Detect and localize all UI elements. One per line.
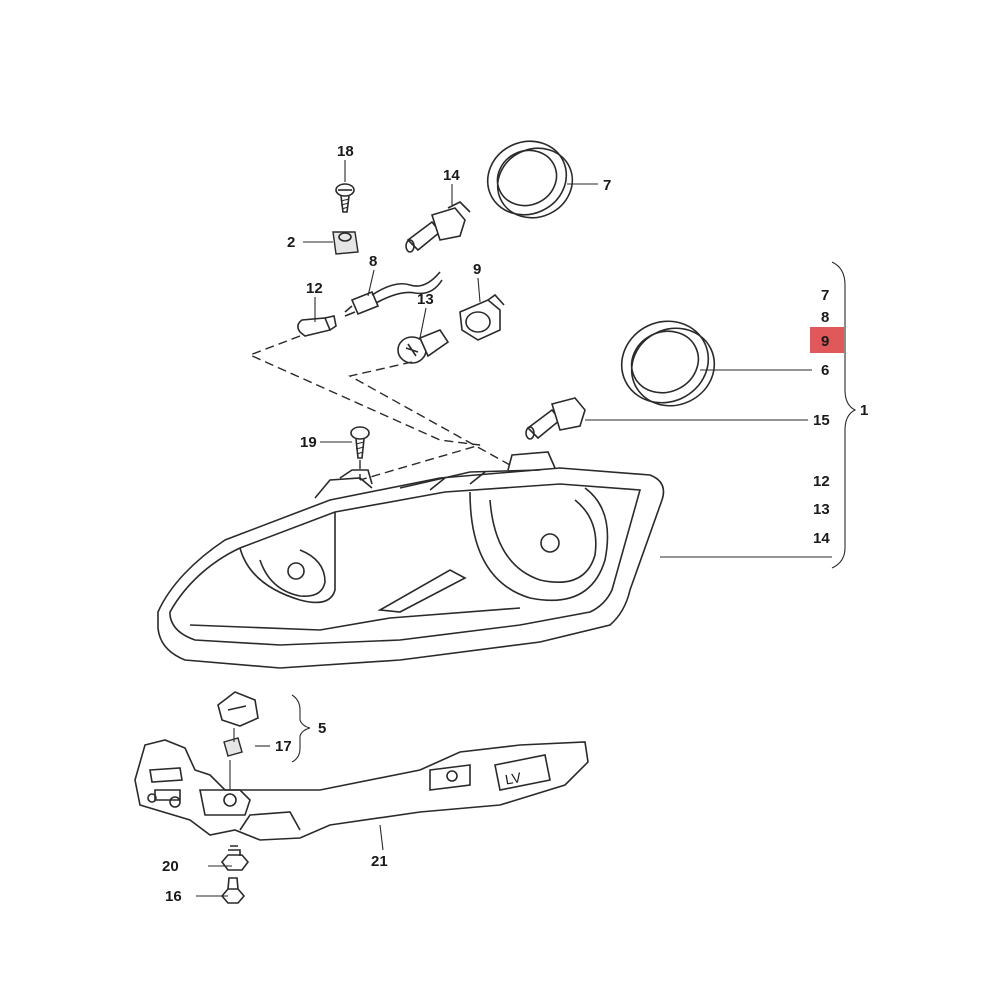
callout-5: 5 bbox=[318, 720, 326, 737]
callout-16: 16 bbox=[165, 888, 182, 905]
group-item-6: 6 bbox=[821, 362, 829, 379]
bulb-12 bbox=[297, 315, 337, 337]
callout-14: 14 bbox=[443, 167, 460, 184]
highlight-box bbox=[810, 327, 844, 353]
adjuster-5 bbox=[217, 691, 259, 727]
assembly-lines bbox=[248, 335, 511, 481]
headlight-housing bbox=[157, 451, 665, 669]
bulb-15 bbox=[525, 397, 586, 440]
group-item-9-highlighted: 9 bbox=[821, 333, 829, 350]
callout-18: 18 bbox=[337, 143, 354, 160]
callout-8: 8 bbox=[369, 253, 377, 270]
callout-7: 7 bbox=[603, 177, 611, 194]
callout-19: 19 bbox=[300, 434, 317, 451]
group-item-8: 8 bbox=[821, 309, 829, 326]
screw-16 bbox=[220, 877, 246, 904]
callout-20: 20 bbox=[162, 858, 179, 875]
socket-9 bbox=[459, 293, 505, 341]
callout-17: 17 bbox=[275, 738, 292, 755]
cap-7-top bbox=[486, 140, 574, 219]
group-item-7: 7 bbox=[821, 287, 829, 304]
group-number-1: 1 bbox=[860, 402, 868, 419]
callout-13: 13 bbox=[417, 291, 434, 308]
mounting-bracket: LV bbox=[134, 739, 589, 841]
bulb-14-top bbox=[405, 201, 471, 253]
callout-12: 12 bbox=[306, 280, 323, 297]
group-item-12: 12 bbox=[813, 473, 830, 490]
screw-19 bbox=[350, 426, 370, 459]
callout-9: 9 bbox=[473, 261, 481, 278]
group-item-13: 13 bbox=[813, 501, 830, 518]
cap-6 bbox=[620, 320, 716, 407]
group-item-14: 14 bbox=[813, 530, 830, 547]
svg-text:LV: LV bbox=[504, 769, 523, 788]
callout-21: 21 bbox=[371, 853, 388, 870]
screw-18 bbox=[335, 183, 355, 213]
clip-2 bbox=[332, 231, 359, 255]
callout-15: 15 bbox=[813, 412, 830, 429]
group-list: 7 8 9 6 1 12 13 14 bbox=[810, 287, 868, 547]
clip-17 bbox=[223, 737, 243, 757]
bulb-13 bbox=[397, 329, 450, 364]
callout-2: 2 bbox=[287, 234, 295, 251]
callout-labels: 18 14 7 2 8 9 12 13 19 15 5 17 20 16 21 bbox=[162, 143, 830, 905]
connector-8 bbox=[344, 271, 443, 317]
leader-lines bbox=[196, 160, 857, 897]
